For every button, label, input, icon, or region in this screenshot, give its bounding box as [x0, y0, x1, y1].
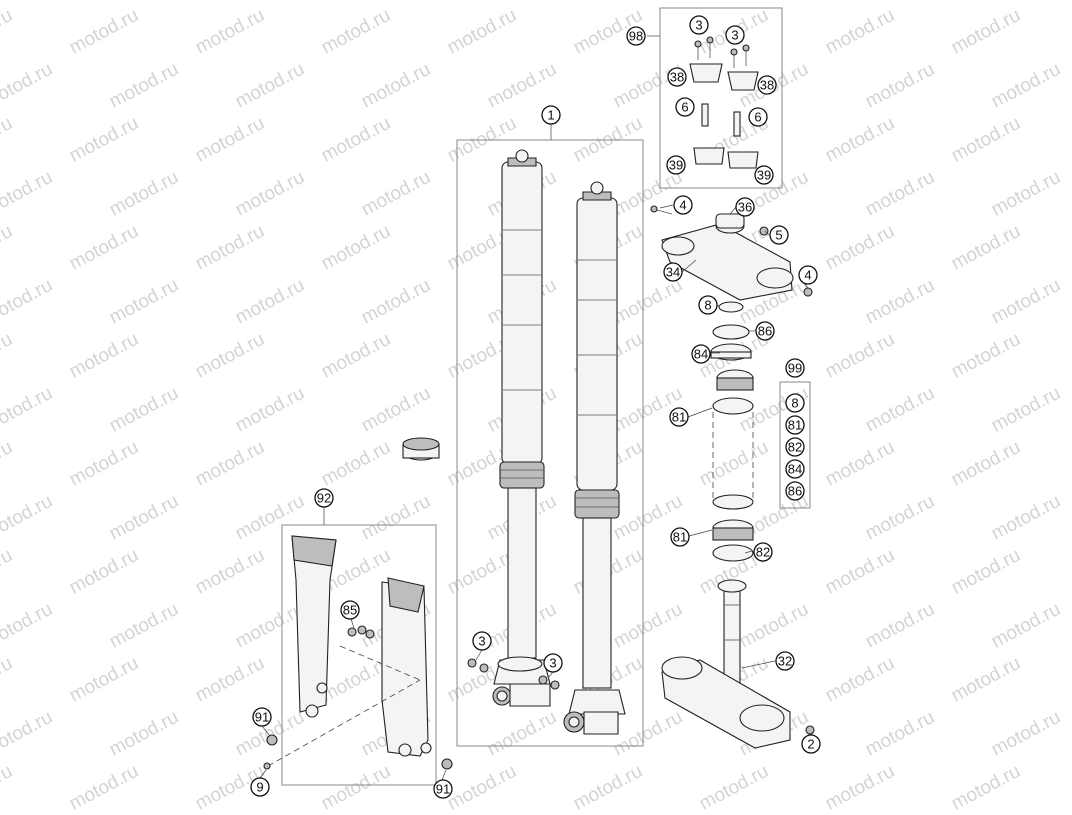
callout-32: 32: [775, 651, 795, 671]
callout-81-lower: 81: [670, 527, 690, 547]
callout-4-upper: 4: [673, 195, 693, 215]
svg-text:3: 3: [549, 656, 556, 671]
callout-2: 2: [801, 734, 821, 754]
callout-86-kit99: 86: [785, 481, 805, 501]
svg-text:3: 3: [731, 28, 738, 43]
callout-3-kit-right: 3: [725, 25, 745, 45]
callout-84-kit99: 84: [785, 459, 805, 479]
svg-text:39: 39: [757, 168, 771, 183]
lower-triple-clamp: [661, 579, 815, 749]
callout-8-kit99: 8: [785, 393, 805, 413]
callout-84-stack: 84: [691, 344, 711, 364]
svg-text:98: 98: [629, 29, 643, 44]
svg-text:38: 38: [760, 78, 774, 93]
callout-98: 98: [626, 26, 646, 46]
svg-text:4: 4: [804, 268, 811, 283]
callout-8-stack: 8: [698, 295, 718, 315]
clamp-kit-98-parts: [689, 36, 759, 169]
svg-text:8: 8: [704, 298, 711, 313]
callout-99: 99: [785, 358, 805, 378]
svg-text:2: 2: [807, 737, 814, 752]
callout-3-fork-left: 3: [472, 631, 492, 651]
svg-text:1: 1: [547, 108, 554, 123]
callout-36: 36: [735, 197, 755, 217]
frame-fork-assembly: [456, 139, 644, 747]
callout-81-kit99: 81: [785, 415, 805, 435]
svg-text:99: 99: [788, 361, 802, 376]
svg-text:34: 34: [666, 265, 680, 280]
axle-nuts-left: [467, 658, 489, 673]
callout-86-stack: 86: [755, 321, 775, 341]
frame-kit-98: [659, 7, 783, 189]
callout-82-kit99: 82: [785, 437, 805, 457]
fork-guard-right: [381, 577, 432, 757]
upper-triple-clamp: [650, 205, 813, 301]
svg-text:82: 82: [788, 440, 802, 455]
svg-text:36: 36: [738, 200, 752, 215]
fork-leg-left: [492, 149, 551, 707]
callout-5: 5: [769, 225, 789, 245]
svg-text:9: 9: [256, 780, 263, 795]
svg-text:6: 6: [754, 110, 761, 125]
svg-text:86: 86: [788, 484, 802, 499]
svg-text:91: 91: [436, 782, 450, 797]
callout-91-bottom: 91: [433, 779, 453, 799]
svg-text:82: 82: [756, 545, 770, 560]
svg-text:5: 5: [775, 228, 782, 243]
callout-9: 9: [250, 777, 270, 797]
callout-39-left: 39: [666, 155, 686, 175]
svg-text:84: 84: [788, 462, 802, 477]
fork-leg-right: [563, 181, 626, 735]
frame-kit-92: [281, 524, 437, 786]
callout-91-left: 91: [252, 707, 272, 727]
svg-text:4: 4: [679, 198, 686, 213]
svg-text:38: 38: [670, 70, 684, 85]
fork-guard-left: [291, 535, 337, 718]
svg-text:3: 3: [695, 18, 702, 33]
callout-3-kit-left: 3: [689, 15, 709, 35]
svg-text:81: 81: [673, 530, 687, 545]
svg-text:85: 85: [343, 603, 357, 618]
axle-nuts-right: [538, 675, 560, 690]
svg-text:8: 8: [791, 396, 798, 411]
guard-hardware-85: [347, 625, 375, 639]
screw-9: [263, 762, 271, 770]
callout-38-right: 38: [757, 75, 777, 95]
steering-bearing-stack: [710, 301, 754, 562]
callout-38-left: 38: [667, 67, 687, 87]
callout-82-stack: 82: [753, 542, 773, 562]
screw-91-bottom: [441, 758, 453, 770]
callout-6-right: 6: [748, 107, 768, 127]
callout-92: 92: [314, 488, 334, 508]
callout-85: 85: [340, 600, 360, 620]
callout-6-left: 6: [675, 97, 695, 117]
callout-81-upper: 81: [669, 407, 689, 427]
svg-text:32: 32: [778, 654, 792, 669]
svg-text:81: 81: [672, 410, 686, 425]
callout-34: 34: [663, 262, 683, 282]
svg-text:84: 84: [694, 347, 708, 362]
callout-39-right: 39: [754, 165, 774, 185]
svg-text:39: 39: [669, 158, 683, 173]
screw-91-left: [266, 734, 278, 746]
svg-text:92: 92: [317, 491, 331, 506]
fork-seal-ring: [402, 437, 440, 461]
callout-3-fork-right: 3: [543, 653, 563, 673]
svg-text:6: 6: [681, 100, 688, 115]
svg-text:91: 91: [255, 710, 269, 725]
svg-text:86: 86: [758, 324, 772, 339]
callout-4-lower: 4: [798, 265, 818, 285]
callout-1: 1: [541, 105, 561, 125]
frame-kit-99: [779, 381, 811, 509]
svg-text:3: 3: [478, 634, 485, 649]
svg-text:81: 81: [788, 418, 802, 433]
